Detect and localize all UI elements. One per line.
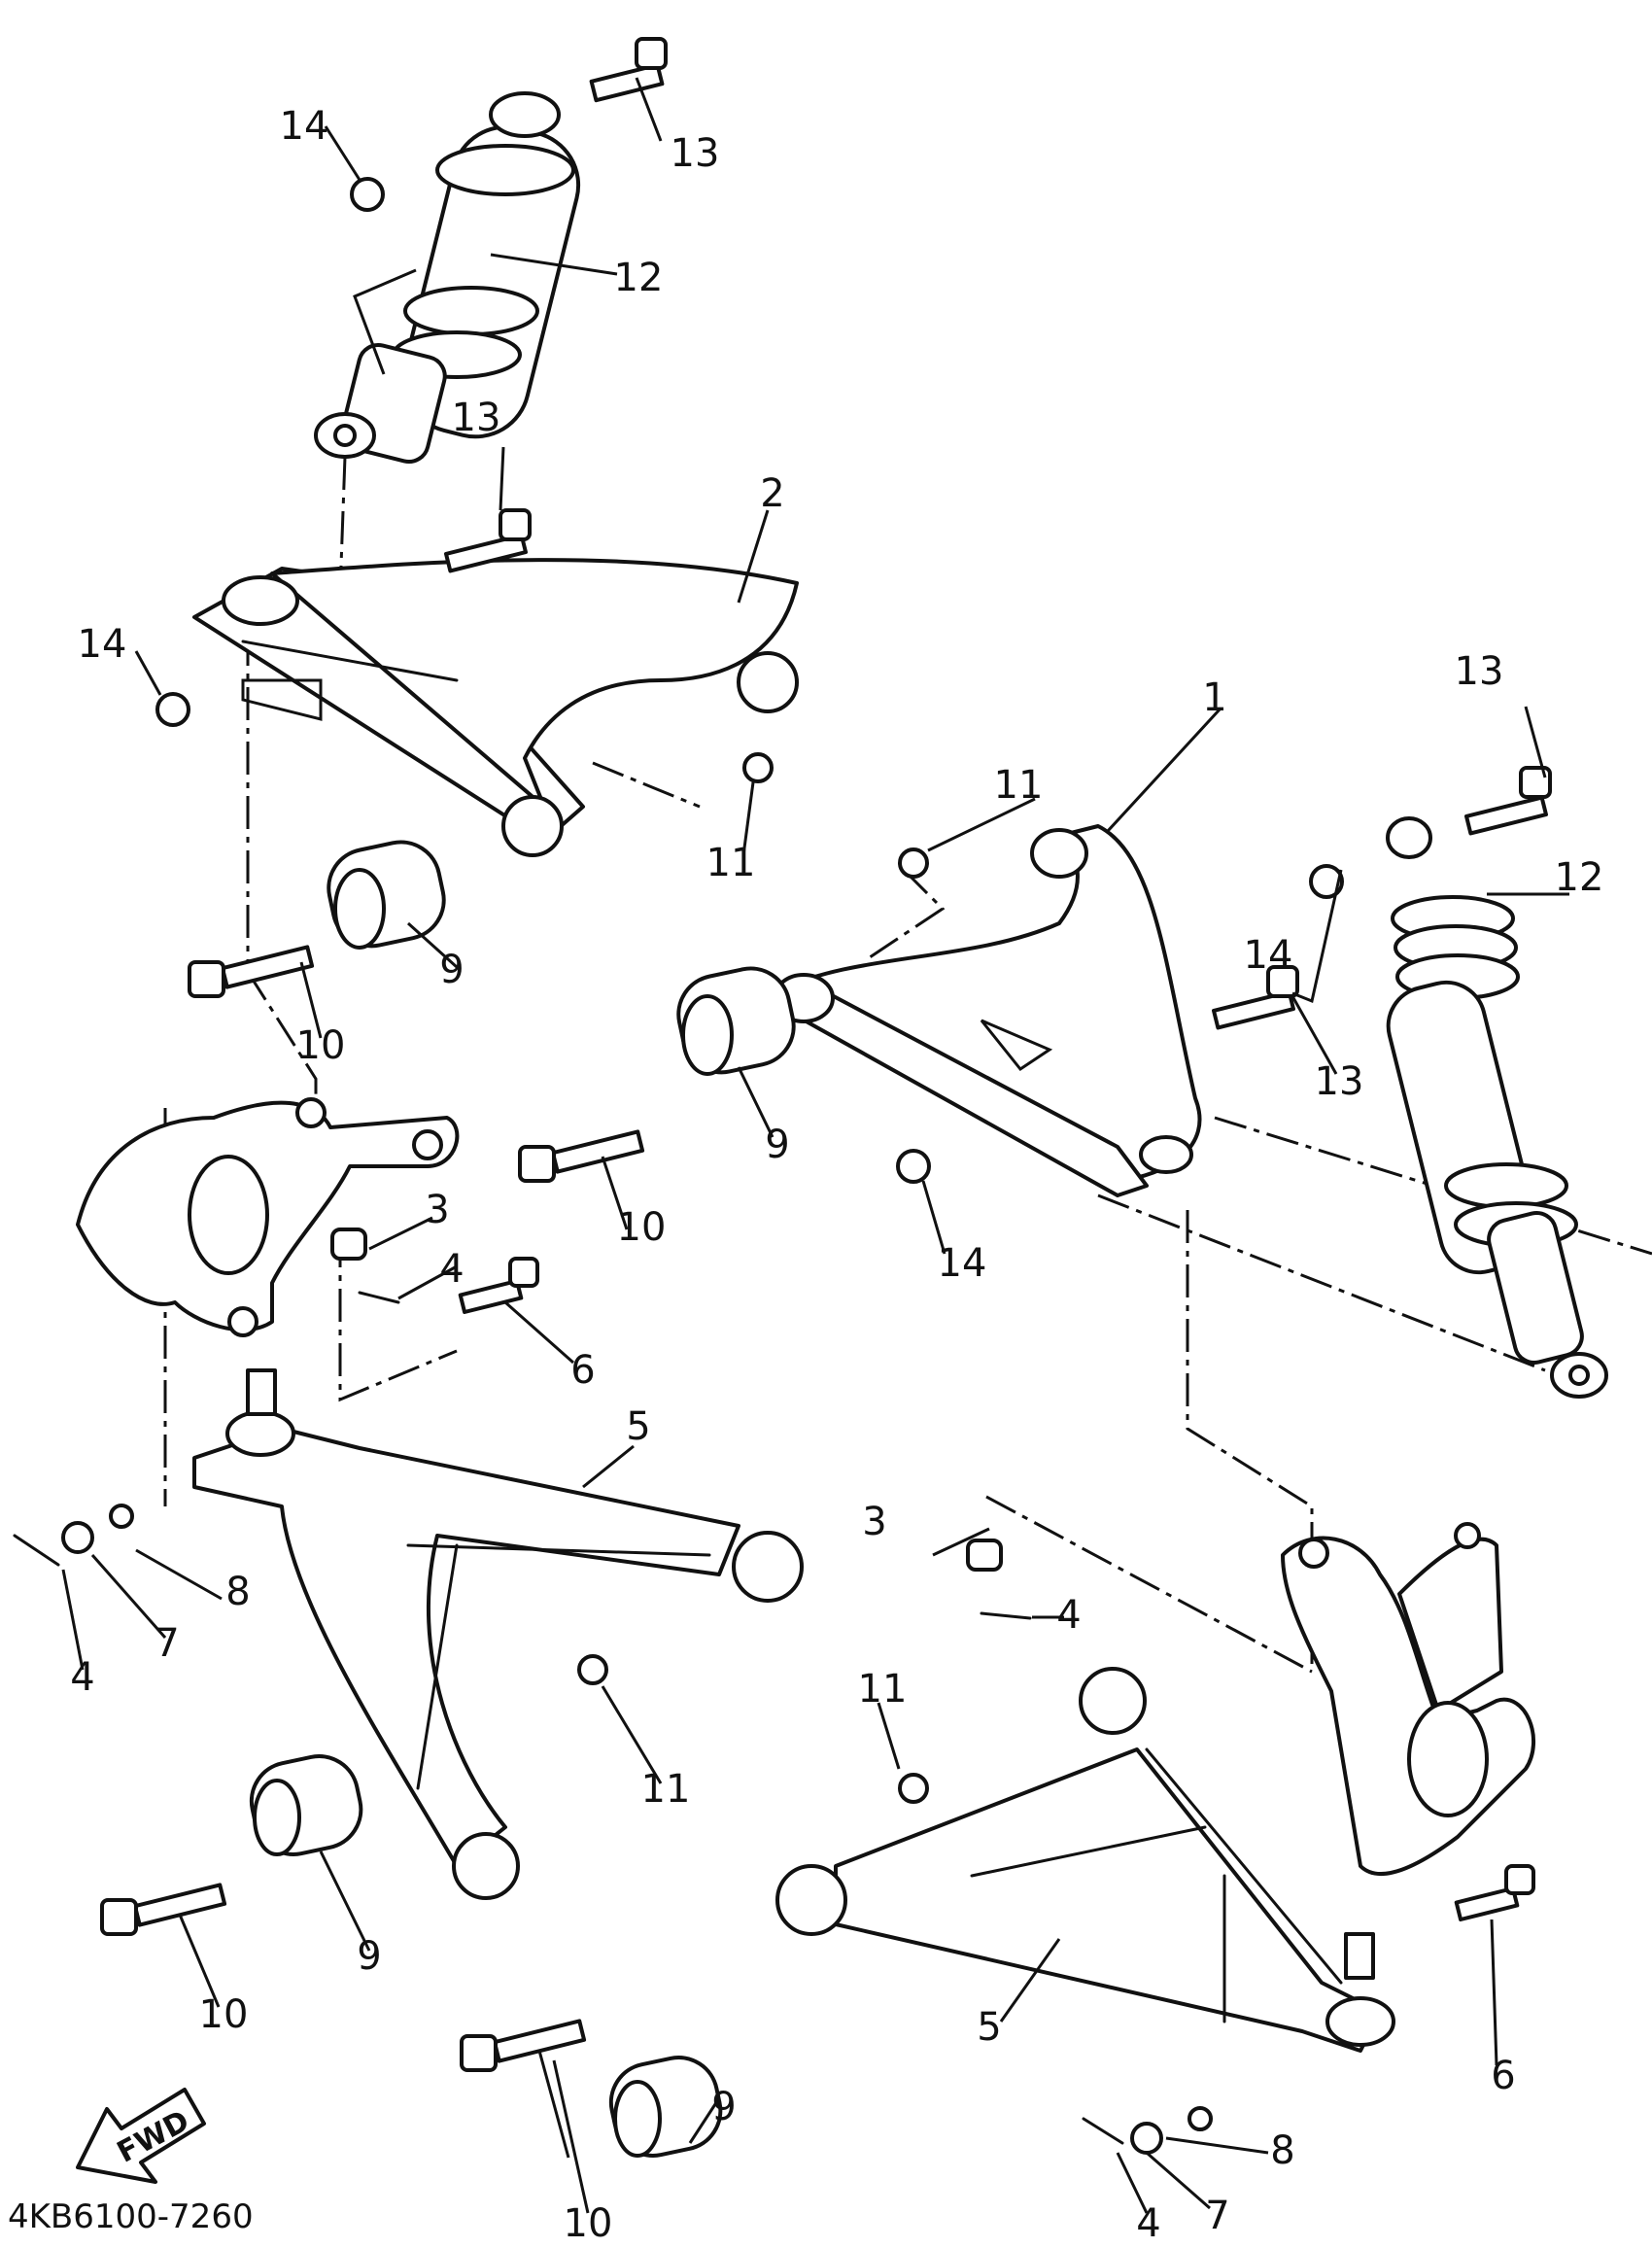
callout-4c: 4 [1056,1593,1081,1638]
callout-2: 2 [760,471,784,516]
drawing-code: 4KB6100-7260 [8,2197,254,2236]
callout-14b: 14 [78,622,127,667]
left-shock-absorber [314,91,581,465]
callout-10d: 10 [564,2201,613,2246]
callout-10b: 10 [617,1205,667,1250]
callout-6a: 6 [570,1348,595,1393]
callout-13a: 13 [671,131,720,176]
bolts [100,37,1552,2072]
right-shock-absorber [1386,816,1608,1399]
callout-3a: 3 [425,1188,449,1232]
upper-arm-left [192,558,799,857]
callout-12a: 12 [614,256,664,300]
callout-7a: 7 [155,1621,179,1666]
callout-14a: 14 [280,104,329,149]
callout-13d: 13 [1315,1059,1364,1104]
callout-4d: 4 [1136,2201,1160,2246]
callout-10c: 10 [199,1992,249,2037]
bushings [249,840,796,2158]
callout-14c: 14 [1244,933,1293,978]
left-steering-knuckle [76,1097,460,1337]
callout-5a: 5 [626,1404,650,1449]
lower-arm-left [192,1368,804,1900]
callout-9b: 9 [765,1123,789,1167]
callout-9a: 9 [439,948,464,992]
callout-13b: 13 [452,396,501,440]
callout-labels: 1 2 3 3 4 4 4 4 5 5 6 6 7 7 8 8 9 9 9 9 … [70,104,1603,2246]
leader-lines [61,77,1569,2214]
callout-14d: 14 [938,1241,987,1286]
callout-13c: 13 [1455,649,1504,694]
lower-arm-right [775,1667,1395,2053]
callout-8a: 8 [225,1570,250,1614]
callout-9d: 9 [711,2085,736,2129]
callout-7b: 7 [1205,2194,1229,2238]
callout-10a: 10 [296,1023,346,1068]
upper-arm-right [773,824,1202,1197]
callout-6b: 6 [1491,2054,1515,2098]
right-steering-knuckle [1281,1522,1535,1876]
fasteners [13,177,1344,2155]
callout-1: 1 [1202,675,1226,720]
callout-12b: 12 [1555,855,1604,900]
callout-11a: 11 [706,841,756,885]
callout-8b: 8 [1270,2128,1294,2173]
callout-11c: 11 [641,1767,691,1812]
callout-11d: 11 [858,1667,908,1712]
callout-4a: 4 [439,1247,464,1292]
callout-5b: 5 [977,2005,1001,2050]
callout-4b: 4 [70,1655,94,1700]
callout-11b: 11 [994,763,1044,808]
callout-9c: 9 [357,1934,381,1979]
callout-3b: 3 [862,1500,886,1544]
fwd-arrow: FWD [76,2088,206,2184]
